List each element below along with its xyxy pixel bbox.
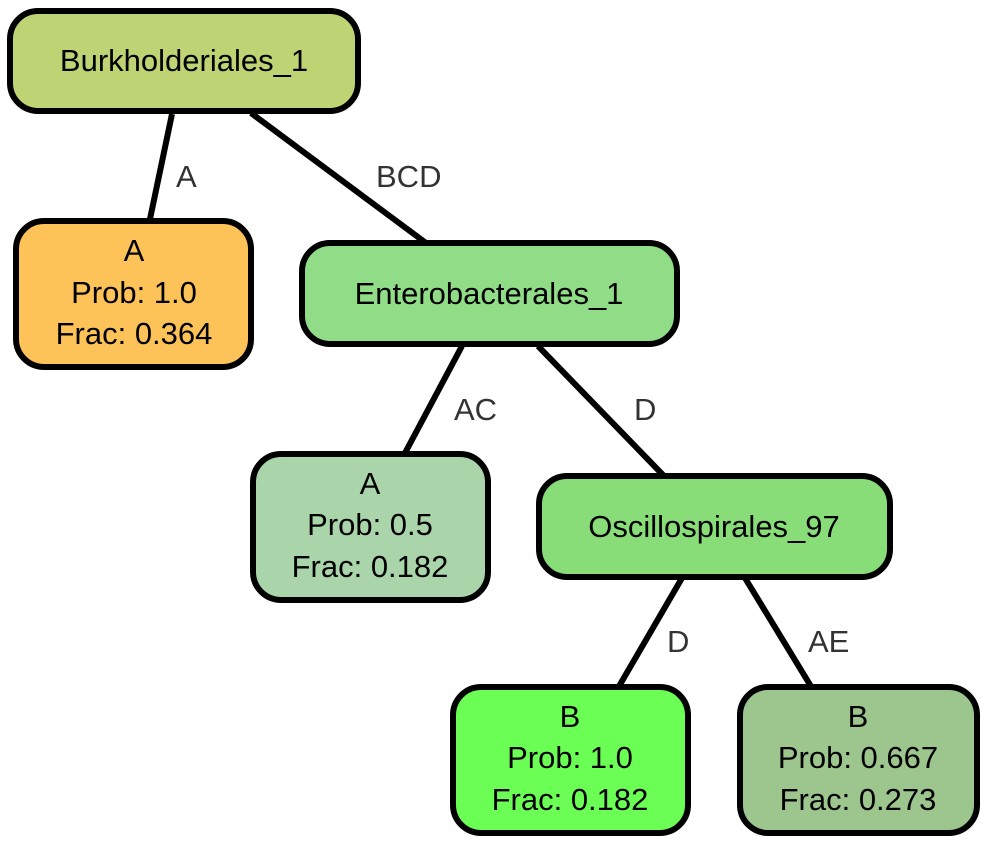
- edge-label: D: [667, 624, 689, 659]
- node-class-label: B: [560, 699, 581, 734]
- node-title: Burkholderiales_1: [60, 43, 308, 78]
- node-box: [737, 684, 980, 836]
- node-enterobacterales: Enterobacterales_1: [299, 240, 680, 347]
- node-burkholderiales: Burkholderiales_1: [7, 8, 361, 114]
- node-prob: Prob: 0.667: [778, 740, 938, 775]
- edge-burkholderiales-to-enterobacterales: [249, 110, 428, 246]
- edge-label: AC: [454, 392, 497, 427]
- node-box: [299, 240, 680, 347]
- edge-enterobacterales-to-leaf-a: [402, 344, 465, 455]
- edge-label: AE: [808, 624, 849, 659]
- node-prob: Prob: 1.0: [71, 275, 197, 310]
- edge-label: A: [176, 159, 197, 194]
- node-class-label: A: [360, 466, 381, 501]
- edge-label: D: [634, 392, 656, 427]
- node-leaf-b-2: B Prob: 0.667 Frac: 0.273: [737, 684, 980, 836]
- node-leaf-b-1: B Prob: 1.0 Frac: 0.182: [450, 684, 691, 836]
- node-prob: Prob: 0.5: [307, 507, 433, 542]
- node-box: [13, 218, 254, 370]
- node-box: [536, 473, 893, 580]
- edge-label: BCD: [376, 159, 441, 194]
- node-class-label: B: [848, 699, 869, 734]
- edge-burkholderiales-to-leaf-a: [147, 113, 175, 220]
- edge-oscillospirales-to-leaf-b-1: [615, 576, 685, 690]
- edge-enterobacterales-to-oscillospirales: [535, 343, 667, 479]
- node-class-label: A: [124, 233, 145, 268]
- node-title: Enterobacterales_1: [355, 276, 624, 311]
- node-box: [450, 684, 691, 836]
- node-oscillospirales: Oscillospirales_97: [536, 473, 893, 580]
- edge-oscillospirales-to-leaf-b-2: [742, 576, 815, 690]
- node-leaf-a-1: A Prob: 1.0 Frac: 0.364: [13, 218, 254, 370]
- node-title: Oscillospirales_97: [588, 509, 840, 544]
- node-leaf-a-2: A Prob: 0.5 Frac: 0.182: [250, 451, 491, 603]
- node-frac: Frac: 0.182: [292, 549, 449, 584]
- node-frac: Frac: 0.182: [492, 782, 649, 817]
- node-prob: Prob: 1.0: [507, 740, 633, 775]
- node-frac: Frac: 0.364: [56, 316, 213, 351]
- node-box: [250, 451, 491, 603]
- node-frac: Frac: 0.273: [780, 782, 937, 817]
- node-box: [7, 8, 361, 114]
